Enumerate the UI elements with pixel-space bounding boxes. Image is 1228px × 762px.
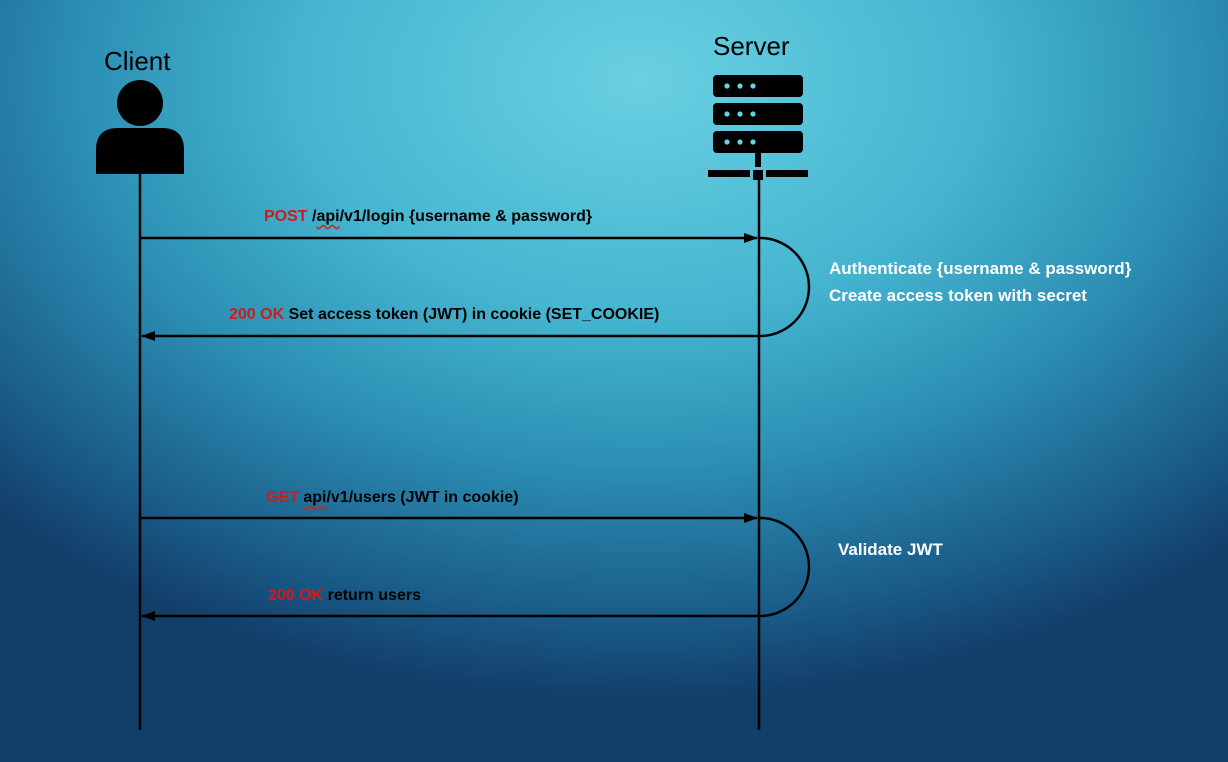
self-arc-validate — [759, 516, 811, 618]
note-validate-jwt: Validate JWT — [838, 536, 943, 563]
message-label-200-ok-set-cookie: 200 OK Set access token (JWT) in cookie … — [229, 306, 659, 324]
message-path-api: api — [303, 489, 327, 506]
message-label-200-ok-return-users: 200 OK return users — [268, 587, 421, 605]
message-text: return users — [327, 587, 421, 604]
http-method: GET — [266, 489, 299, 506]
http-status: 200 OK — [268, 587, 324, 604]
http-status: 200 OK — [229, 306, 285, 323]
server-icon — [708, 75, 808, 180]
message-text: Set access token (JWT) in cookie (SET_CO… — [288, 306, 660, 323]
client-person-icon — [96, 80, 184, 174]
http-method: POST — [264, 208, 308, 225]
note-line: Authenticate {username & password} — [829, 259, 1132, 278]
note-line: Create access token with secret — [829, 286, 1087, 305]
self-arc-authenticate — [759, 236, 811, 338]
note-line: Validate JWT — [838, 540, 943, 559]
message-text: /v1/login {username & password} — [339, 208, 593, 225]
message-path-prefix: / — [312, 208, 317, 225]
message-label-post-login: POST /api/v1/login {username & password} — [264, 208, 592, 226]
client-label: Client — [104, 46, 171, 76]
message-path-api: api — [316, 208, 340, 225]
server-label: Server — [713, 31, 790, 61]
message-text: /v1/users (JWT in cookie) — [326, 489, 519, 506]
note-authenticate: Authenticate {username & password} Creat… — [829, 255, 1131, 309]
message-label-get-users: GET api/v1/users (JWT in cookie) — [266, 489, 519, 507]
